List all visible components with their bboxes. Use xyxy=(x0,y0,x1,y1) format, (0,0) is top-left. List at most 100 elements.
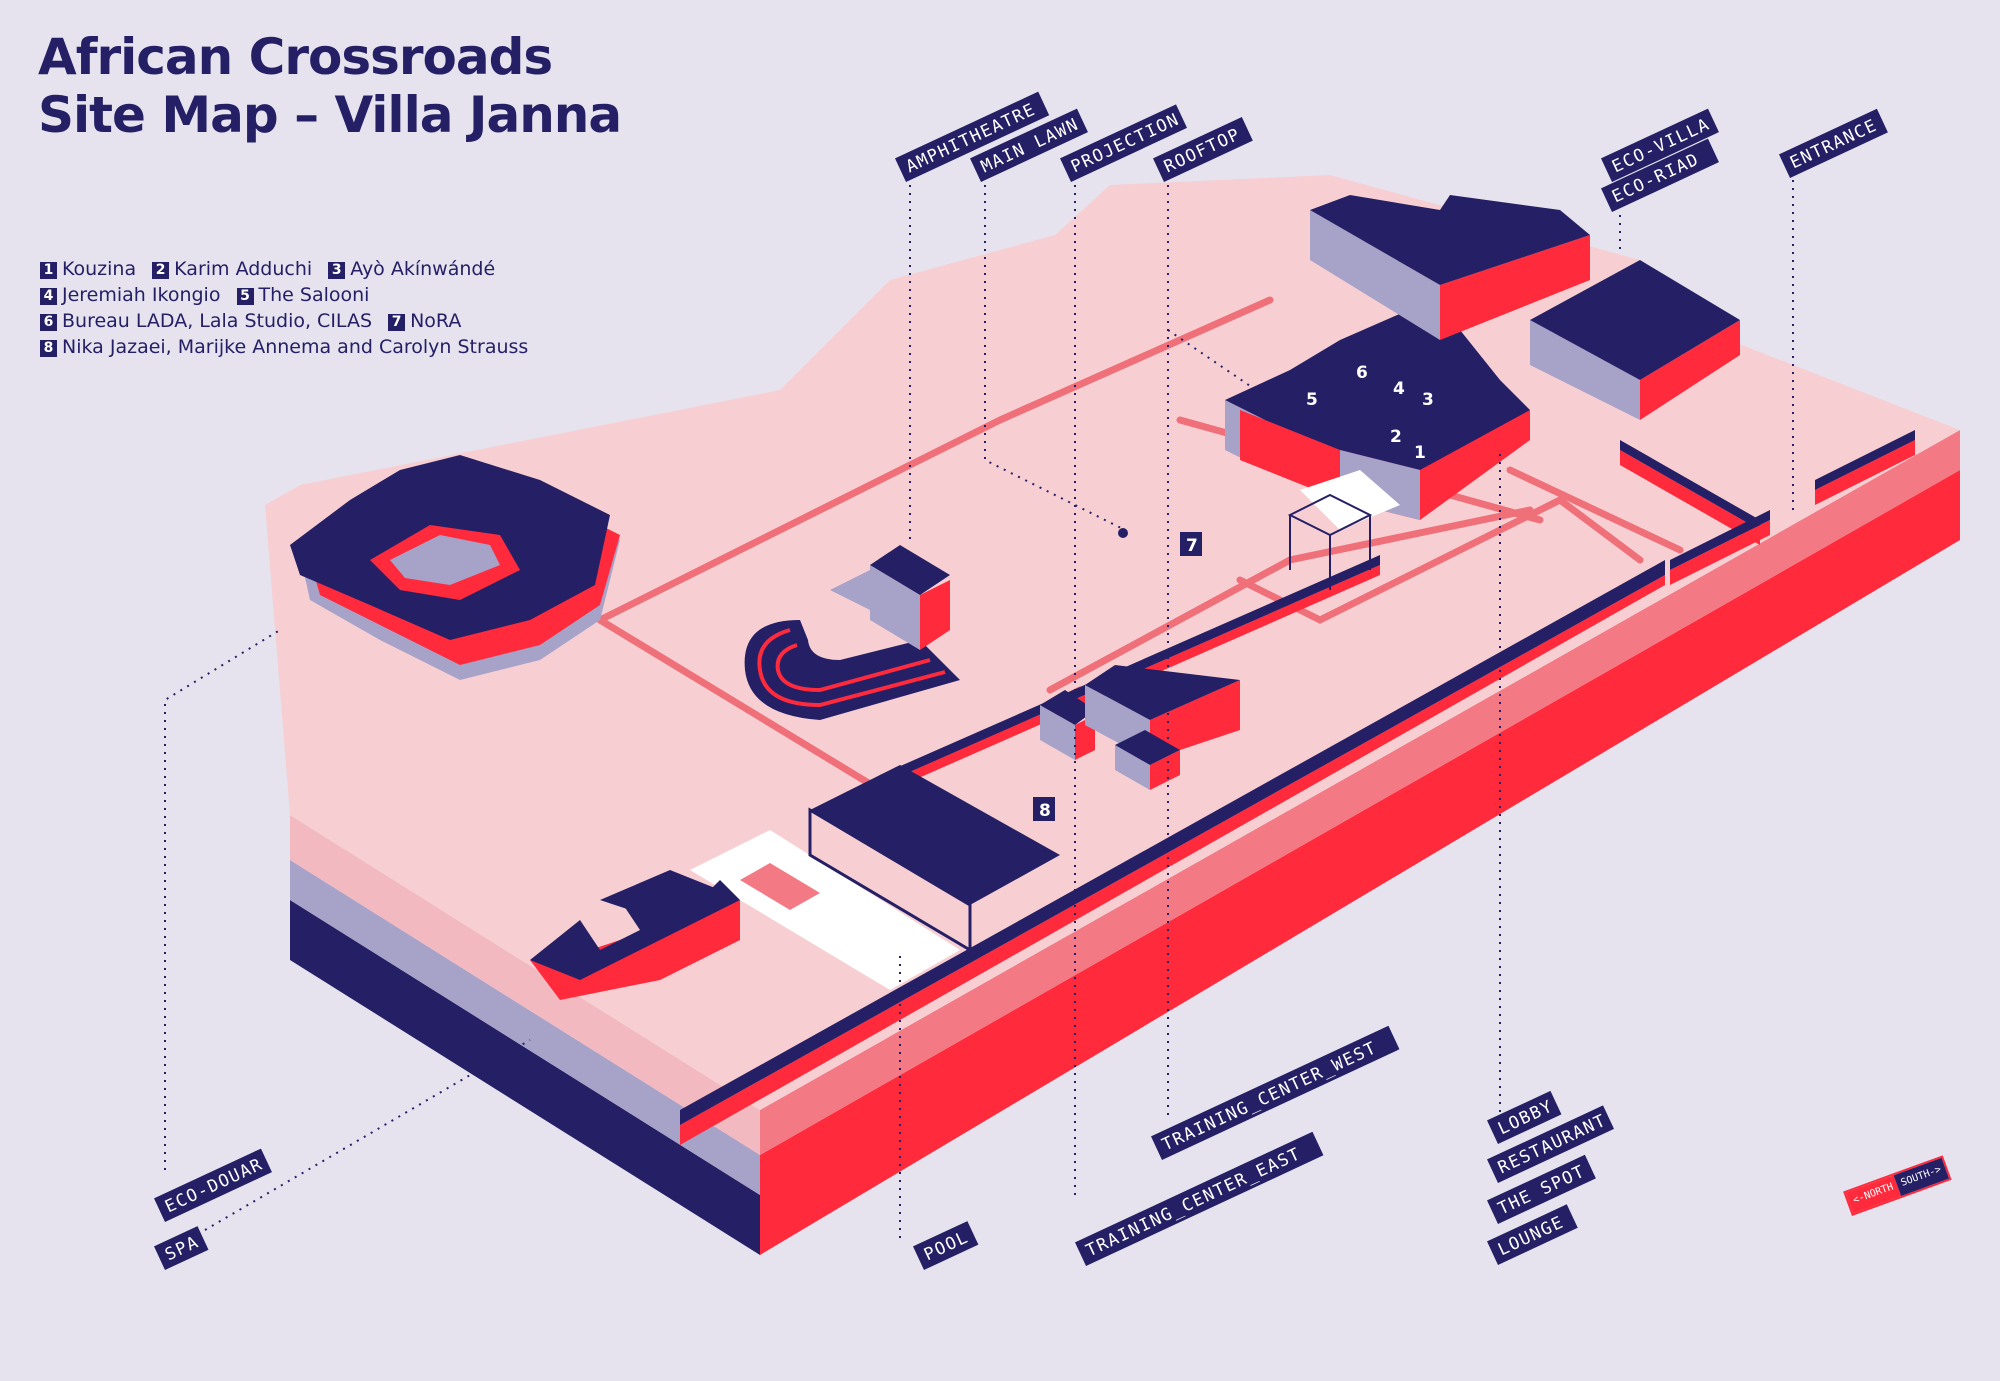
marker-7-box xyxy=(1180,532,1202,556)
gatehouse-navy xyxy=(1815,430,1915,490)
tag-eco-douar-bg xyxy=(154,1148,272,1222)
amphitheatre-ring-2 xyxy=(775,643,931,693)
tag-training-center-west-label: TRAINING_CENTER_WEST xyxy=(1159,1038,1380,1155)
legend-number: 7 xyxy=(388,314,406,331)
tag-training-center-west[interactable]: TRAINING_CENTER_WEST xyxy=(1151,1025,1400,1160)
pool-pavilion-front xyxy=(808,807,972,953)
number-markers: 1 2 3 4 5 6 7 8 xyxy=(1033,363,1434,821)
leader-eco-douar xyxy=(164,629,281,1170)
tc-block-3-side xyxy=(1150,750,1180,790)
tc-block-1-front xyxy=(1040,705,1075,760)
base-side-right-red xyxy=(760,470,1960,1255)
tag-eco-villa-bg xyxy=(1601,108,1719,182)
marker-6: 6 xyxy=(1356,363,1368,383)
eco-villa-front xyxy=(1310,210,1440,340)
legend-number: 3 xyxy=(328,262,346,279)
amphitheatre-stage-top xyxy=(870,545,950,595)
tag-entrance-bg xyxy=(1779,108,1888,178)
amphitheatre-arena xyxy=(744,620,960,720)
marker-1: 1 xyxy=(1414,443,1426,463)
main-complex-stairs xyxy=(1240,410,1265,470)
main-complex xyxy=(1225,305,1530,530)
tag-training-center-west-bg xyxy=(1151,1025,1400,1160)
base-side-right-pink xyxy=(760,430,1960,1155)
eco-riad-front xyxy=(1530,320,1640,420)
map-title: African Crossroads Site Map – Villa Jann… xyxy=(38,28,622,144)
legend-number: 2 xyxy=(152,262,170,279)
entrance-wall-r-red xyxy=(1670,520,1770,585)
boundary-wall-navy xyxy=(680,560,1665,1125)
marker-8: 8 xyxy=(1039,801,1051,821)
tc-block-2-side xyxy=(1150,680,1240,760)
eco-villa-top xyxy=(1310,195,1590,285)
path-north-loop xyxy=(596,296,1274,624)
legend-name: NoRA xyxy=(410,310,462,332)
ground-plane xyxy=(265,175,1960,1110)
tag-pool-bg xyxy=(913,1221,979,1270)
tc-block-2-top xyxy=(1085,665,1240,720)
tag-restaurant-bg xyxy=(1487,1105,1615,1183)
main-complex-plaza xyxy=(1300,470,1400,530)
legend-number: 1 xyxy=(40,262,57,279)
marker-7-dot xyxy=(1118,528,1128,538)
tag-the-spot-bg xyxy=(1487,1154,1596,1224)
amphitheatre-ring-1 xyxy=(757,628,946,708)
tc-block-1-top xyxy=(1040,690,1095,725)
training-center-buildings xyxy=(1040,665,1240,790)
pool-deck xyxy=(690,830,960,990)
entrance-wall-l-red xyxy=(1620,450,1760,545)
marker-4: 4 xyxy=(1393,379,1405,399)
legend-item: 4 Jeremiah Ikongio xyxy=(40,282,220,308)
leader-lines xyxy=(164,180,1794,1238)
legend-name: Karim Adduchi xyxy=(174,258,313,280)
tag-training-center-east-bg xyxy=(1075,1131,1324,1266)
eco-douar-courtyard-inner xyxy=(390,535,500,585)
tag-spa[interactable]: SPA xyxy=(154,1226,209,1270)
tag-main-lawn-bg xyxy=(970,108,1088,182)
map-title-line1: African Crossroads xyxy=(38,28,553,86)
eco-riad-top xyxy=(1530,260,1740,380)
marker-2: 2 xyxy=(1390,427,1402,447)
tag-eco-douar[interactable]: ECO-DOUAR xyxy=(154,1148,272,1222)
eco-villa-side xyxy=(1440,235,1590,340)
map-title-line2: Site Map – Villa Janna xyxy=(38,86,622,144)
tag-training-center-east[interactable]: TRAINING_CENTER_EAST xyxy=(1075,1131,1324,1266)
tag-rooftop-bg xyxy=(1153,117,1253,182)
marker-5: 5 xyxy=(1306,390,1318,410)
tag-spa-bg xyxy=(154,1226,209,1270)
legend-name: Jeremiah Ikongio xyxy=(62,284,221,306)
entrance-walls xyxy=(1620,430,1915,585)
tc-block-3-front xyxy=(1115,745,1150,790)
legend-name: Ayò Akínwándé xyxy=(350,258,496,280)
amphitheatre xyxy=(744,545,960,720)
path-east xyxy=(1506,466,1684,554)
amphitheatre-wing xyxy=(830,570,905,610)
tag-eco-douar-label: ECO-DOUAR xyxy=(162,1154,266,1217)
eco-riad-side xyxy=(1640,320,1740,420)
spa-building xyxy=(530,870,740,1000)
legend-number: 4 xyxy=(40,288,57,305)
base-side-left-navy xyxy=(290,900,760,1255)
amphitheatre-stage-side xyxy=(920,580,950,650)
tag-amphitheatre-bg xyxy=(895,91,1050,182)
main-complex-top xyxy=(1225,305,1530,470)
entrance-wall-r-navy xyxy=(1670,510,1770,570)
legend-number: 8 xyxy=(40,340,57,357)
legend-name: Bureau LADA, Lala Studio, CILAS xyxy=(62,310,373,332)
tc-block-3-top xyxy=(1115,730,1180,765)
tag-pool[interactable]: POOL xyxy=(913,1221,979,1270)
tag-entrance[interactable]: ENTRANCE xyxy=(1779,108,1888,178)
eco-douar-building xyxy=(290,455,620,680)
spa-upper xyxy=(600,870,720,920)
eco-villa-buildings xyxy=(1310,195,1740,420)
